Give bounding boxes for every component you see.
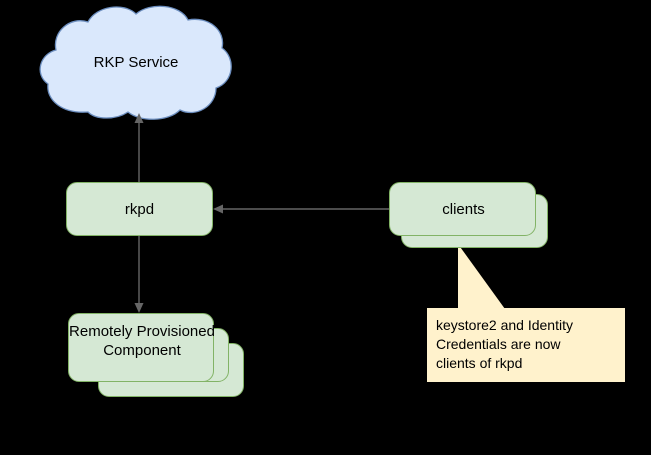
callout-tail [458,244,505,309]
rkp-service-label: RKP Service [93,54,179,71]
node-rkp-service[interactable]: RKP Service [42,5,230,119]
clients-label: clients [442,201,485,218]
node-clients[interactable]: clients [389,182,549,248]
node-remotely-provisioned-component[interactable]: Remotely Provisioned Component [68,313,244,397]
callout-clients-note-text: keystore2 and Identity Credentials are n… [436,317,573,371]
rkp-service-cloud-shape [39,5,232,120]
clients-stack-layer-1[interactable]: clients [389,182,536,236]
rkpd-label: rkpd [124,201,155,218]
edge-clients-to-rkpd [213,204,389,214]
callout-clients-note[interactable]: keystore2 and Identity Credentials are n… [427,308,625,382]
edge-rkpd-to-remotely-provisioned-component [134,236,144,313]
remotely-provisioned-component-label: Remotely Provisioned Component [69,323,215,359]
node-rkpd[interactable]: rkpd [66,182,213,236]
edge-rkpd-to-rkp-service [134,113,144,182]
rpc-stack-layer-1[interactable]: Remotely Provisioned Component [68,313,215,382]
